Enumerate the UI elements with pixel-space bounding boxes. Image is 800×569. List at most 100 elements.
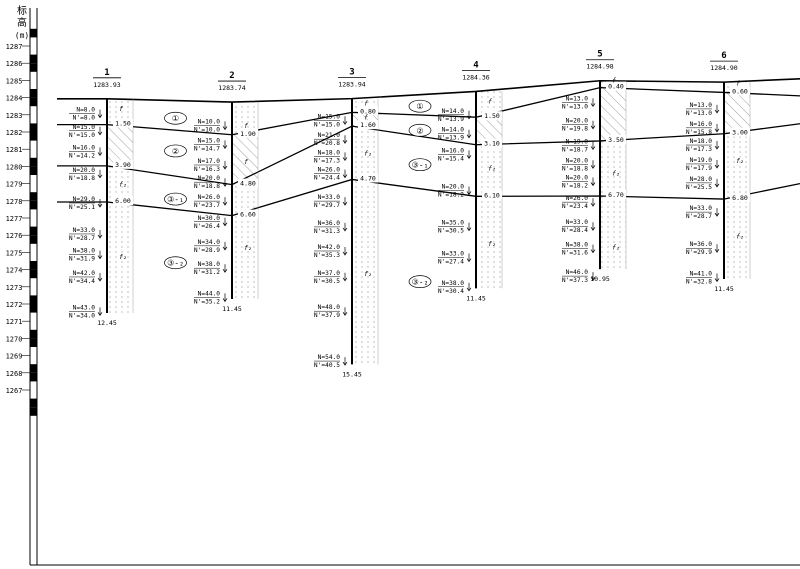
spt-arrow-icon bbox=[222, 160, 228, 170]
spt-n-corrected: N'=34.4 bbox=[69, 278, 95, 285]
spt-arrow-icon bbox=[342, 307, 348, 316]
ruler-segment bbox=[30, 226, 37, 236]
layer-depth-label: 6.60 bbox=[240, 211, 256, 219]
spt-n-value: N=14.0 bbox=[442, 127, 465, 134]
elevation-tick-label: 1283 bbox=[6, 112, 23, 120]
spt-n-corrected: N'=23.7 bbox=[194, 202, 220, 209]
axis-title-char-1: 标 bbox=[17, 5, 27, 17]
soil-code: f bbox=[364, 100, 368, 108]
spt-n-value: N=18.0 bbox=[690, 138, 713, 145]
layer-depth-label: 0.80 bbox=[360, 107, 376, 115]
layer-tag-bubble bbox=[408, 158, 432, 172]
elevation-tick-label: 1282 bbox=[6, 129, 23, 137]
ruler-segment bbox=[30, 200, 37, 210]
elevation-tick-label: 1267 bbox=[6, 387, 23, 395]
elevation-tick-label: 1284 bbox=[6, 95, 23, 103]
spt-arrow-icon bbox=[342, 152, 348, 162]
spt-n-value: N=33.0 bbox=[318, 194, 341, 201]
spt-arrow-icon bbox=[97, 250, 103, 260]
layer-3-dots-4 bbox=[476, 144, 502, 289]
spt-arrow-icon bbox=[714, 123, 720, 133]
elevation-tick-labels: 1287128612851284128312821281128012791278… bbox=[6, 43, 23, 395]
layer-3-dots-3 bbox=[352, 126, 378, 365]
borehole-id: 2 bbox=[229, 71, 234, 81]
spt-n-value: N=42.0 bbox=[73, 270, 96, 277]
layer-tag-label: ③-₁ bbox=[167, 195, 184, 204]
spt-arrow-icon bbox=[590, 244, 596, 254]
spt-n-value: N=15.0 bbox=[318, 113, 341, 120]
layer-depth-label: 1.90 bbox=[240, 130, 256, 138]
elevation-tick-label: 1270 bbox=[6, 335, 23, 343]
borehole-elevation: 1283.94 bbox=[338, 81, 365, 89]
ruler-segment bbox=[30, 132, 37, 141]
elevation-tick-label: 1272 bbox=[6, 301, 23, 309]
layer-depth-label: 4.70 bbox=[360, 174, 376, 182]
spt-n-corrected: N'=17.3 bbox=[314, 157, 340, 164]
spt-arrow-icon bbox=[342, 272, 348, 282]
spt-n-corrected: N'=29.7 bbox=[314, 202, 340, 209]
spt-n-corrected: N'=27.4 bbox=[438, 259, 464, 266]
ruler-segment bbox=[30, 235, 37, 244]
layer-depth-bg bbox=[482, 190, 502, 200]
soil-code: f₂ bbox=[244, 244, 252, 252]
spt-n-value: N=41.0 bbox=[690, 270, 713, 277]
spt-arrow-icon bbox=[222, 293, 228, 303]
layer-depth-bg bbox=[606, 189, 626, 199]
elevation-tick-label: 1268 bbox=[6, 370, 23, 378]
spt-n-corrected: N'=15.0 bbox=[69, 132, 95, 139]
spt-arrow-icon bbox=[590, 160, 596, 169]
spt-arrow-icon bbox=[342, 169, 348, 179]
layer-tag-label: ③-₂ bbox=[412, 278, 429, 287]
borehole-depth: 15.45 bbox=[342, 370, 362, 378]
layer-3-dots-5 bbox=[600, 140, 626, 270]
spt-arrow-icon bbox=[714, 104, 720, 114]
spt-n-corrected: N'=31.2 bbox=[194, 269, 220, 276]
layer-depth-label: 3.00 bbox=[732, 129, 748, 137]
spt-n-value: N=33.0 bbox=[566, 219, 589, 226]
spt-arrow-icon bbox=[590, 120, 596, 130]
boreholes: 11283.9312.451.503.906.00ff₂f₂N=8.0N'=8.… bbox=[69, 50, 751, 378]
borehole-1: 11283.9312.451.503.906.00ff₂f₂N=8.0N'=8.… bbox=[69, 68, 134, 327]
layer-tag-bubble bbox=[408, 99, 432, 113]
spt-n-corrected: N'=13.9 bbox=[438, 116, 464, 123]
layer-2-hatch-2 bbox=[232, 134, 258, 185]
spt-n-value: N=16.0 bbox=[73, 144, 96, 151]
layer-depth-label: 0.60 bbox=[732, 87, 748, 95]
borehole-depth: 11.45 bbox=[714, 285, 734, 293]
layer-depth-bg bbox=[730, 127, 750, 137]
layer-tag: ② bbox=[408, 123, 432, 137]
borehole-5: 51284.9810.950.403.506.70ff₂f₂N=13.0N'=1… bbox=[562, 50, 627, 284]
layer-tag-bubble bbox=[164, 111, 187, 125]
spt-n-corrected: N'=18.7 bbox=[562, 146, 588, 153]
spt-arrow-icon bbox=[466, 186, 472, 196]
spt-arrow-icon bbox=[342, 357, 348, 366]
elevation-tick-label: 1285 bbox=[6, 77, 23, 85]
spt-n-corrected: N'=18.8 bbox=[562, 165, 588, 172]
borehole-6: 61284.9011.450.603.006.80ff₂f₂N=13.0N'=1… bbox=[686, 51, 751, 293]
layer-depth-label: 3.10 bbox=[484, 140, 500, 148]
spt-n-value: N=38.0 bbox=[566, 242, 589, 249]
elevation-tick-label: 1275 bbox=[6, 249, 23, 257]
layer-depth-bg bbox=[482, 111, 502, 121]
spt-n-corrected: N'=15.0 bbox=[314, 121, 340, 128]
spt-arrow-icon bbox=[222, 178, 228, 187]
layer-depth-bg bbox=[730, 193, 750, 203]
elevation-tick-label: 1280 bbox=[6, 163, 23, 171]
spt-n-corrected: N'=15.4 bbox=[438, 155, 464, 162]
spt-n-value: N=20.0 bbox=[566, 118, 589, 125]
ruler-segment bbox=[30, 89, 37, 98]
layer-depth-label: 3.50 bbox=[608, 136, 624, 144]
soil-code: f₂ bbox=[119, 253, 127, 261]
spt-arrow-icon bbox=[97, 199, 103, 208]
spt-n-value: N=33.0 bbox=[690, 205, 713, 212]
layer-tag: ② bbox=[164, 144, 187, 158]
spt-n-corrected: N'=19.8 bbox=[562, 126, 588, 133]
elevation-tick-label: 1274 bbox=[6, 267, 23, 275]
spt-arrow-icon bbox=[466, 222, 472, 232]
soil-code: f₂ bbox=[612, 243, 620, 251]
spt-n-value: N=36.0 bbox=[318, 220, 341, 227]
layer-depth-label: 4.80 bbox=[240, 180, 256, 188]
layer-tag-label: ② bbox=[416, 126, 423, 135]
spt-n-value: N=30.0 bbox=[198, 215, 221, 222]
layer-depth-bg bbox=[113, 196, 133, 206]
